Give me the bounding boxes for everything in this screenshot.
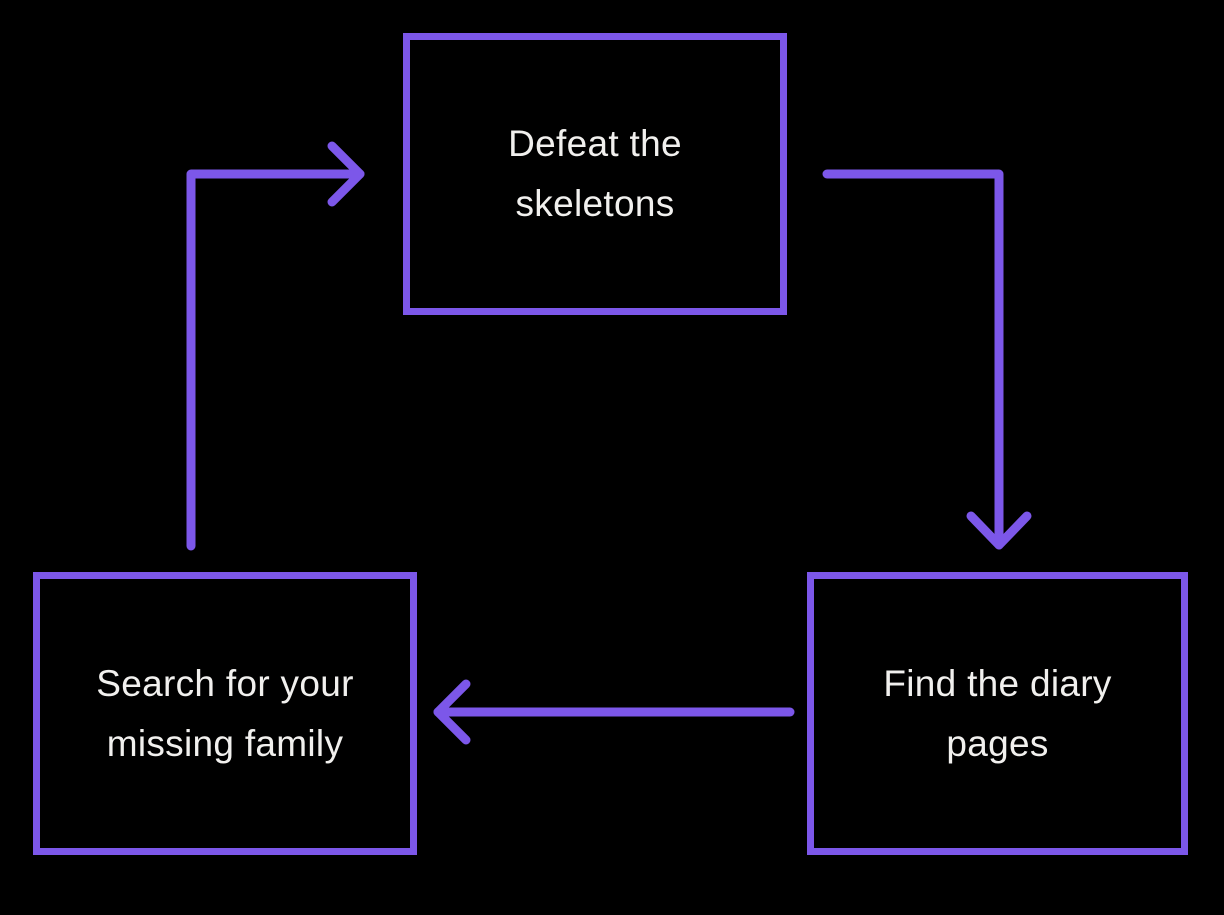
node-find-the-diary-pages: Find the diary pages [807, 572, 1188, 855]
node-defeat-the-skeletons: Defeat the skeletons [403, 33, 787, 315]
node-label: Defeat the skeletons [508, 123, 682, 224]
arrow-search-to-defeat [186, 141, 365, 551]
arrow-line [822, 169, 1004, 550]
arrow-find-to-search [433, 679, 795, 745]
node-search-for-missing-family: Search for your missing family [33, 572, 417, 855]
arrowhead-right-icon [327, 141, 365, 207]
arrowhead-left-icon [433, 679, 471, 745]
node-label: Search for your missing family [96, 662, 354, 764]
arrow-line [186, 169, 365, 551]
node-label: Find the diary pages [883, 662, 1112, 764]
arrow-defeat-to-find [822, 169, 1032, 550]
arrowhead-down-icon [966, 511, 1032, 550]
